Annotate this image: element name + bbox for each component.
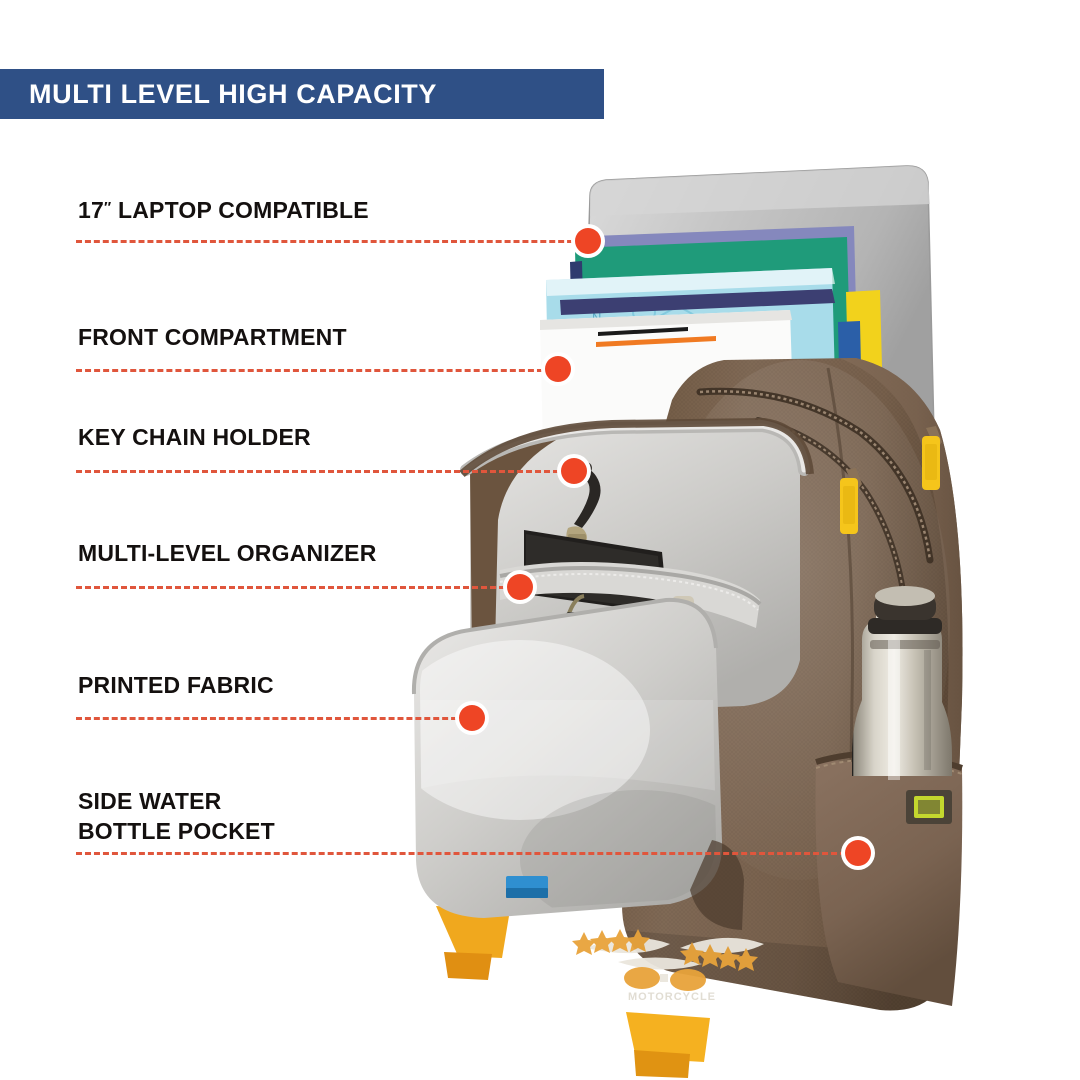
bottom-strap	[626, 1012, 710, 1078]
callout-printed-fabric-label: PRINTED FABRIC	[78, 672, 274, 698]
zipper-pull	[922, 426, 942, 490]
side-water-bottle-pocket	[815, 750, 963, 1006]
callout-laptop-compatible-label: 17″ LAPTOP COMPATIBLE	[78, 197, 369, 223]
leader-line-laptop-compatible	[76, 240, 582, 243]
water-bottle	[852, 586, 952, 780]
callout-side-water-bottle-pocket: SIDE WATER BOTTLE POCKET	[78, 786, 275, 846]
marker-dot-printed-fabric	[459, 705, 485, 731]
bottom-strap	[436, 906, 510, 980]
leader-line-front-compartment	[76, 369, 552, 372]
leader-line-side-water-bottle-pocket	[76, 852, 846, 855]
marker-dot-front-compartment	[545, 356, 571, 382]
svg-text:MOTORCYCLE: MOTORCYCLE	[628, 991, 716, 1003]
inner-slot-shadow	[690, 840, 744, 930]
page-title: MULTI LEVEL HIGH CAPACITY	[29, 78, 438, 109]
brand-logo: MOTORCYCLE	[572, 929, 764, 1003]
bottle-pocket-tag	[906, 790, 952, 824]
front-flap-printed-fabric	[411, 597, 723, 918]
leader-line-key-chain-holder	[76, 470, 568, 473]
callout-side-water-bottle-pocket-line2: BOTTLE POCKET	[78, 818, 275, 844]
leader-line-multi-level-organizer	[76, 586, 514, 589]
marker-dot-key-chain-holder	[561, 458, 587, 484]
callout-laptop-compatible: 17″ LAPTOP COMPATIBLE	[78, 193, 369, 225]
callout-front-compartment: FRONT COMPARTMENT	[78, 322, 347, 352]
callout-printed-fabric: PRINTED FABRIC	[78, 670, 274, 700]
callout-multi-level-organizer: MULTI-LEVEL ORGANIZER	[78, 538, 377, 568]
marker-dot-side-water-bottle-pocket	[845, 840, 871, 866]
callout-multi-level-organizer-label: MULTI-LEVEL ORGANIZER	[78, 540, 377, 566]
marker-dot-laptop-compatible	[575, 228, 601, 254]
callout-key-chain-holder-label: KEY CHAIN HOLDER	[78, 424, 311, 450]
callout-side-water-bottle-pocket-line1: SIDE WATER	[78, 788, 222, 814]
callout-front-compartment-label: FRONT COMPARTMENT	[78, 324, 347, 350]
zipper-pull	[840, 468, 862, 534]
svg-text:N: N	[592, 310, 601, 325]
header-banner: MULTI LEVEL HIGH CAPACITY	[0, 69, 604, 119]
leader-line-printed-fabric	[76, 717, 466, 720]
inch-symbol: ″	[103, 199, 112, 216]
marker-dot-multi-level-organizer	[507, 574, 533, 600]
callout-key-chain-holder: KEY CHAIN HOLDER	[78, 422, 311, 452]
